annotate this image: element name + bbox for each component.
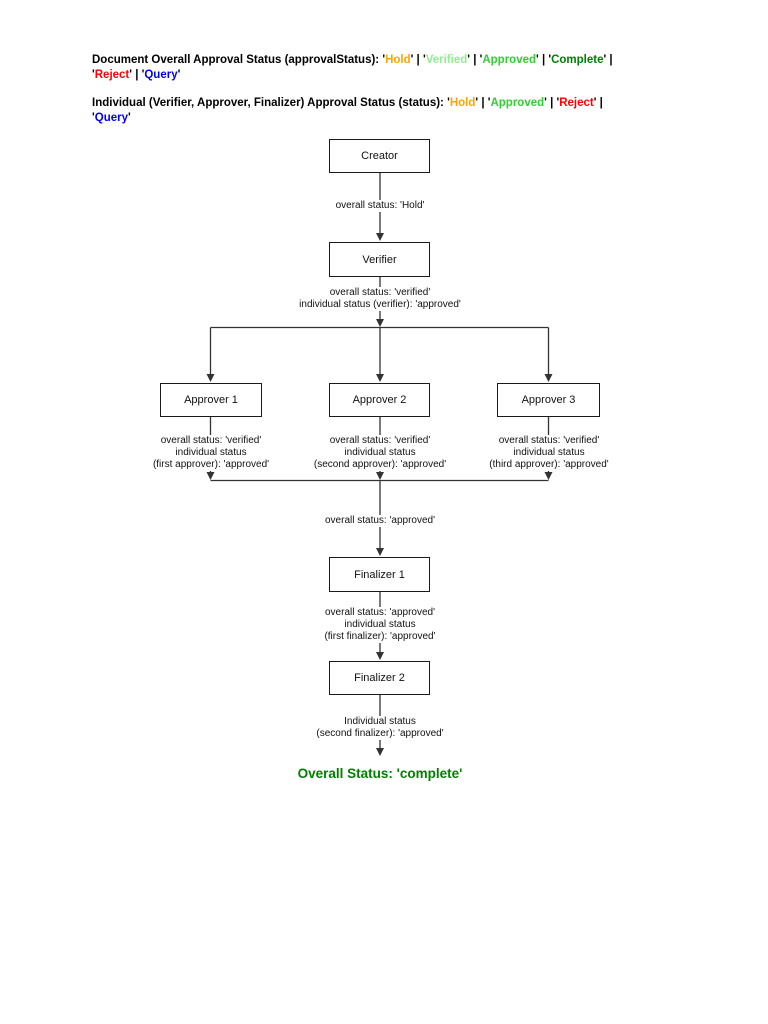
status-keyword-segment: ' | ' — [410, 54, 426, 66]
node-approver1: Approver 1 — [160, 383, 262, 417]
arrowhead — [376, 652, 384, 660]
status-keyword-segment: Complete — [551, 54, 604, 66]
edge-label-line: overall status: 'verified' — [160, 435, 262, 446]
edge-label-merge-finalizer1: overall status: 'approved' — [323, 515, 437, 527]
status-keyword-segment: Approved — [490, 97, 545, 109]
status-keyword-segment: ' | ' — [129, 68, 145, 81]
edge-label-line: overall status: 'approved' — [325, 607, 435, 618]
edge-label-approver2-out: overall status: 'verified' individual st… — [311, 435, 449, 471]
status-keyword-segment: Approved — [482, 54, 537, 66]
arrowhead — [376, 233, 384, 241]
status-keyword-segment: ' | — [603, 54, 613, 66]
status-keyword-segment: ' — [92, 111, 95, 124]
individual-status-heading-line1: Individual (Verifier, Approver, Finalize… — [92, 96, 603, 111]
arrowhead — [544, 374, 553, 382]
doc-status-heading: Document Overall Approval Status (approv… — [92, 53, 613, 82]
edge-label-line: (first approver): 'approved' — [152, 459, 270, 470]
status-keyword-segment: Document Overall Approval Status (approv… — [92, 54, 386, 66]
edge-label-line: individual status — [344, 619, 416, 630]
status-keyword-segment: ' — [92, 68, 95, 81]
edge-label-line: individual status — [344, 447, 416, 458]
status-keyword-segment: ' | ' — [536, 54, 552, 66]
edge-label-line: overall status: 'Hold' — [335, 200, 425, 211]
node-approver2: Approver 2 — [329, 383, 430, 417]
edge-label-line: individual status (verifier): 'approved' — [299, 299, 461, 310]
node-verifier: Verifier — [329, 242, 430, 277]
edge-label-line: (third approver): 'approved' — [489, 459, 609, 470]
status-keyword-segment: ' — [128, 111, 131, 124]
status-keyword-segment: ' | ' — [544, 97, 560, 109]
node-finalizer1-label: Finalizer 1 — [354, 568, 405, 581]
node-creator-label: Creator — [361, 150, 398, 162]
node-finalizer2: Finalizer 2 — [329, 661, 430, 695]
edge-label-line: Individual status — [344, 716, 416, 727]
edge-label-line: individual status — [513, 447, 585, 458]
node-verifier-label: Verifier — [362, 253, 397, 266]
edge-label-line: (second approver): 'approved' — [313, 459, 447, 470]
node-finalizer1: Finalizer 1 — [329, 557, 430, 592]
edge-label-line: overall status: 'verified' — [329, 435, 431, 446]
node-finalizer2-label: Finalizer 2 — [354, 672, 405, 684]
edge-label-line: overall status: 'verified' — [498, 435, 600, 446]
arrowhead — [206, 374, 215, 382]
edge-label-approver1-out: overall status: 'verified' individual st… — [150, 435, 272, 471]
edge-label-line: (second finalizer): 'approved' — [316, 728, 444, 739]
individual-status-heading-line2: 'Query' — [92, 111, 603, 126]
overall-status-complete-label: Overall Status: 'complete' — [297, 766, 463, 781]
arrowhead — [544, 472, 553, 480]
status-keyword-segment: ' | ' — [467, 54, 483, 66]
status-keyword-segment: ' | ' — [475, 97, 491, 109]
status-keyword-segment: Reject — [559, 97, 594, 109]
edge-label-line: (first finalizer): 'approved' — [324, 631, 436, 642]
status-keyword-segment: ' — [177, 68, 181, 81]
edge-label-finalizer1-finalizer2: overall status: 'approved' individual st… — [322, 607, 438, 643]
node-approver1-label: Approver 1 — [184, 394, 238, 406]
edge-label-line: overall status: 'approved' — [325, 515, 435, 526]
edge-label-line: individual status — [175, 447, 247, 458]
edge-label-approver3-out: overall status: 'verified' individual st… — [487, 435, 611, 471]
arrowhead — [376, 374, 384, 382]
status-keyword-segment: Individual (Verifier, Approver, Finalize… — [92, 97, 450, 109]
arrowhead — [376, 472, 384, 480]
edge-label-verifier-branch: overall status: 'verified' individual st… — [297, 287, 463, 311]
status-keyword-segment: Query — [144, 68, 178, 81]
node-approver2-label: Approver 2 — [352, 394, 407, 406]
status-keyword-segment: Hold — [449, 97, 476, 109]
arrowhead — [376, 548, 384, 556]
arrowhead — [376, 319, 384, 327]
status-keyword-segment: Query — [94, 111, 128, 124]
status-keyword-segment: Hold — [385, 54, 411, 66]
node-approver3-label: Approver 3 — [521, 394, 576, 406]
doc-status-heading-line2: 'Reject' | 'Query' — [92, 68, 613, 83]
status-keyword-segment: ' | — [593, 97, 603, 109]
node-approver3: Approver 3 — [497, 383, 600, 417]
node-creator: Creator — [329, 139, 430, 173]
status-keyword-segment: Verified — [425, 54, 468, 66]
status-keyword-segment: Reject — [94, 68, 130, 81]
individual-status-heading: Individual (Verifier, Approver, Finalize… — [92, 96, 603, 125]
arrowhead — [376, 748, 384, 756]
edge-label-finalizer2-end: Individual status (second finalizer): 'a… — [314, 716, 446, 740]
doc-status-heading-line1: Document Overall Approval Status (approv… — [92, 53, 613, 68]
edge-label-line: overall status: 'verified' — [329, 287, 431, 298]
edge-label-creator-verifier: overall status: 'Hold' — [333, 200, 427, 212]
arrowhead — [206, 472, 215, 480]
